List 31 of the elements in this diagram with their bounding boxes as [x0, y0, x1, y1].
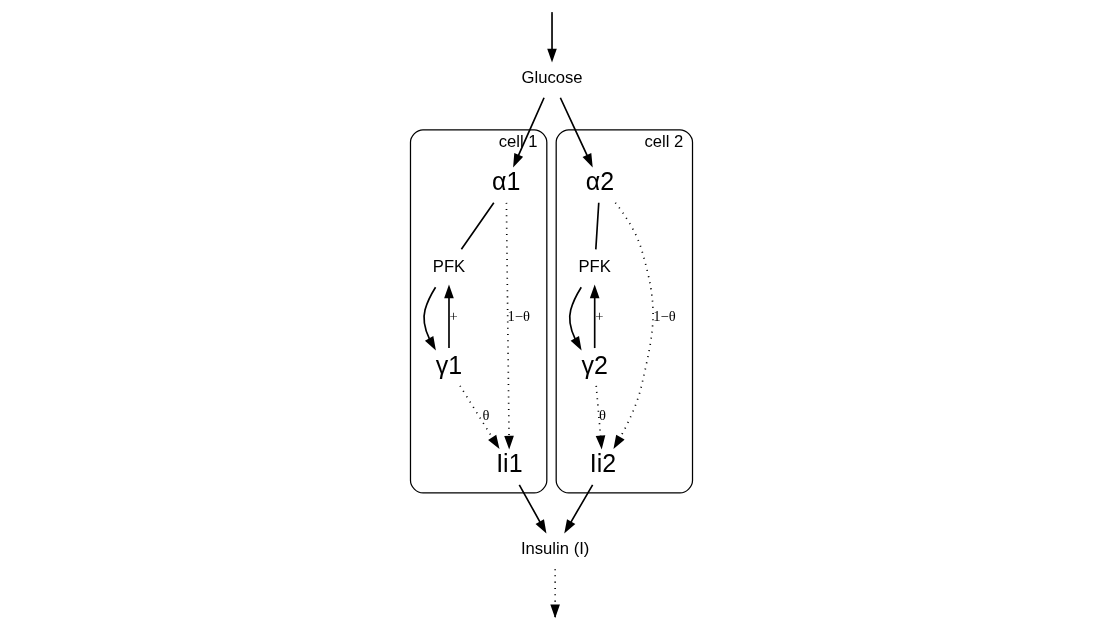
arrow — [422, 286, 436, 351]
node-text: γ1 — [435, 350, 462, 379]
node-text: Insulin (I) — [520, 539, 589, 559]
arrow — [568, 286, 582, 351]
node-text: Glucose — [521, 67, 583, 87]
arrow — [612, 201, 654, 450]
node-text: Ii2 — [589, 449, 616, 478]
edge-label: θ — [598, 407, 606, 424]
edge-label: θ — [481, 407, 489, 424]
edge-label: 1−θ — [506, 308, 530, 325]
edge-label: + — [449, 308, 458, 325]
node-text: PFK — [578, 257, 611, 277]
arrow — [443, 284, 454, 349]
connector — [594, 201, 600, 251]
node-text: α1 — [491, 167, 520, 196]
node-text: γ2 — [581, 350, 608, 379]
node-text: Ii1 — [495, 449, 523, 478]
arrow — [503, 202, 514, 450]
arrow — [458, 385, 499, 450]
arrow — [594, 385, 605, 450]
node-text: α2 — [585, 167, 614, 196]
node-text: PFK — [432, 257, 465, 277]
edge-label: + — [594, 308, 603, 325]
arrow — [559, 96, 593, 168]
arrow — [517, 483, 546, 534]
arrow — [512, 96, 545, 168]
arrow — [563, 483, 593, 534]
edge-label: 1−θ — [652, 308, 676, 325]
arrow — [546, 12, 557, 63]
connector — [460, 201, 495, 251]
arrow — [589, 284, 599, 349]
